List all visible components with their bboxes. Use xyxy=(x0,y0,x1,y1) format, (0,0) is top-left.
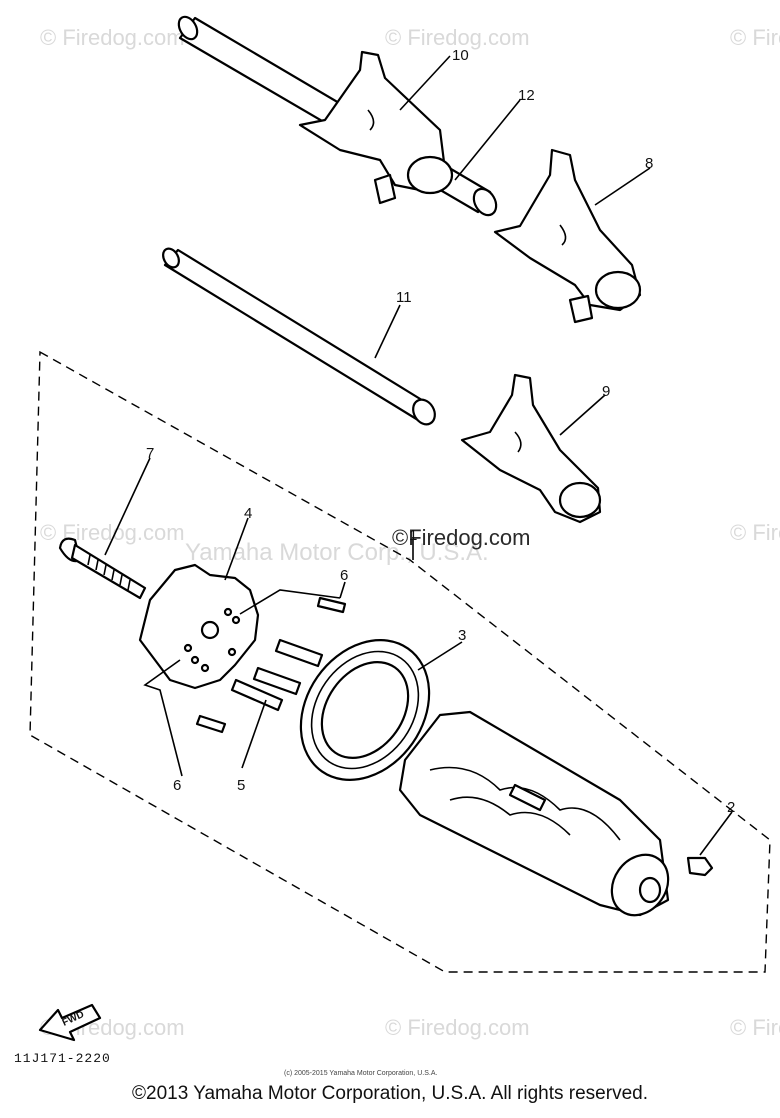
callout-9: 9 xyxy=(602,383,610,400)
pin-5-b xyxy=(252,666,302,696)
small-copyright: (c) 2005-2015 Yamaha Motor Corporation, … xyxy=(284,1070,437,1077)
callout-6-lower: 6 xyxy=(173,777,181,794)
footer-copyright: ©2013 Yamaha Motor Corporation, U.S.A. A… xyxy=(132,1083,648,1104)
assembly-boundary xyxy=(29,350,771,973)
watermark-group: © Firedog.com © Firedog.com © Firedog.co… xyxy=(40,25,780,1040)
callout-1: 1 xyxy=(409,527,417,544)
part-pins xyxy=(195,596,347,734)
part-shift-drum-1 xyxy=(398,710,670,917)
fwd-arrow: FWD xyxy=(38,1003,102,1042)
watermark-br: © Firedog.com xyxy=(730,1015,780,1040)
pin-6-upper xyxy=(316,596,347,614)
part-shift-fork-10 xyxy=(298,50,454,205)
leader-lines xyxy=(104,55,733,856)
diagram-code: 11J171-2220 xyxy=(14,1051,111,1066)
callout-11: 11 xyxy=(396,289,412,306)
callout-7: 7 xyxy=(146,445,154,462)
watermark-tr: © Firedog.com xyxy=(730,25,780,50)
watermark-bc: © Firedog.com xyxy=(385,1015,530,1040)
pin-6-lower xyxy=(195,714,227,734)
callout-6-upper: 6 xyxy=(340,567,348,584)
callout-3: 3 xyxy=(458,627,466,644)
part-shift-fork-8 xyxy=(493,148,642,324)
part-bolt-7 xyxy=(58,537,147,600)
callout-10: 10 xyxy=(452,47,469,64)
callouts: 10 12 8 11 9 7 4 1 6 3 5 6 2 xyxy=(146,47,735,816)
part-shift-fork-9 xyxy=(460,373,602,524)
watermark-tl: © Firedog.com xyxy=(40,25,185,50)
watermark-mr: © Firedog.com xyxy=(730,520,780,545)
pin-5-c xyxy=(230,678,284,712)
part-screw-2 xyxy=(686,856,714,877)
part-bearing-3 xyxy=(299,639,431,781)
watermark-tc: © Firedog.com xyxy=(385,25,530,50)
callout-8: 8 xyxy=(645,155,653,172)
callout-4: 4 xyxy=(244,505,252,522)
callout-2: 2 xyxy=(727,799,735,816)
part-shift-fork-shaft-lower xyxy=(162,247,436,426)
pin-5-a xyxy=(274,638,324,668)
callout-5: 5 xyxy=(237,777,245,794)
callout-12: 12 xyxy=(518,87,535,104)
watermark-center: ©Firedog.com xyxy=(392,525,530,550)
part-segment-4 xyxy=(138,563,260,690)
